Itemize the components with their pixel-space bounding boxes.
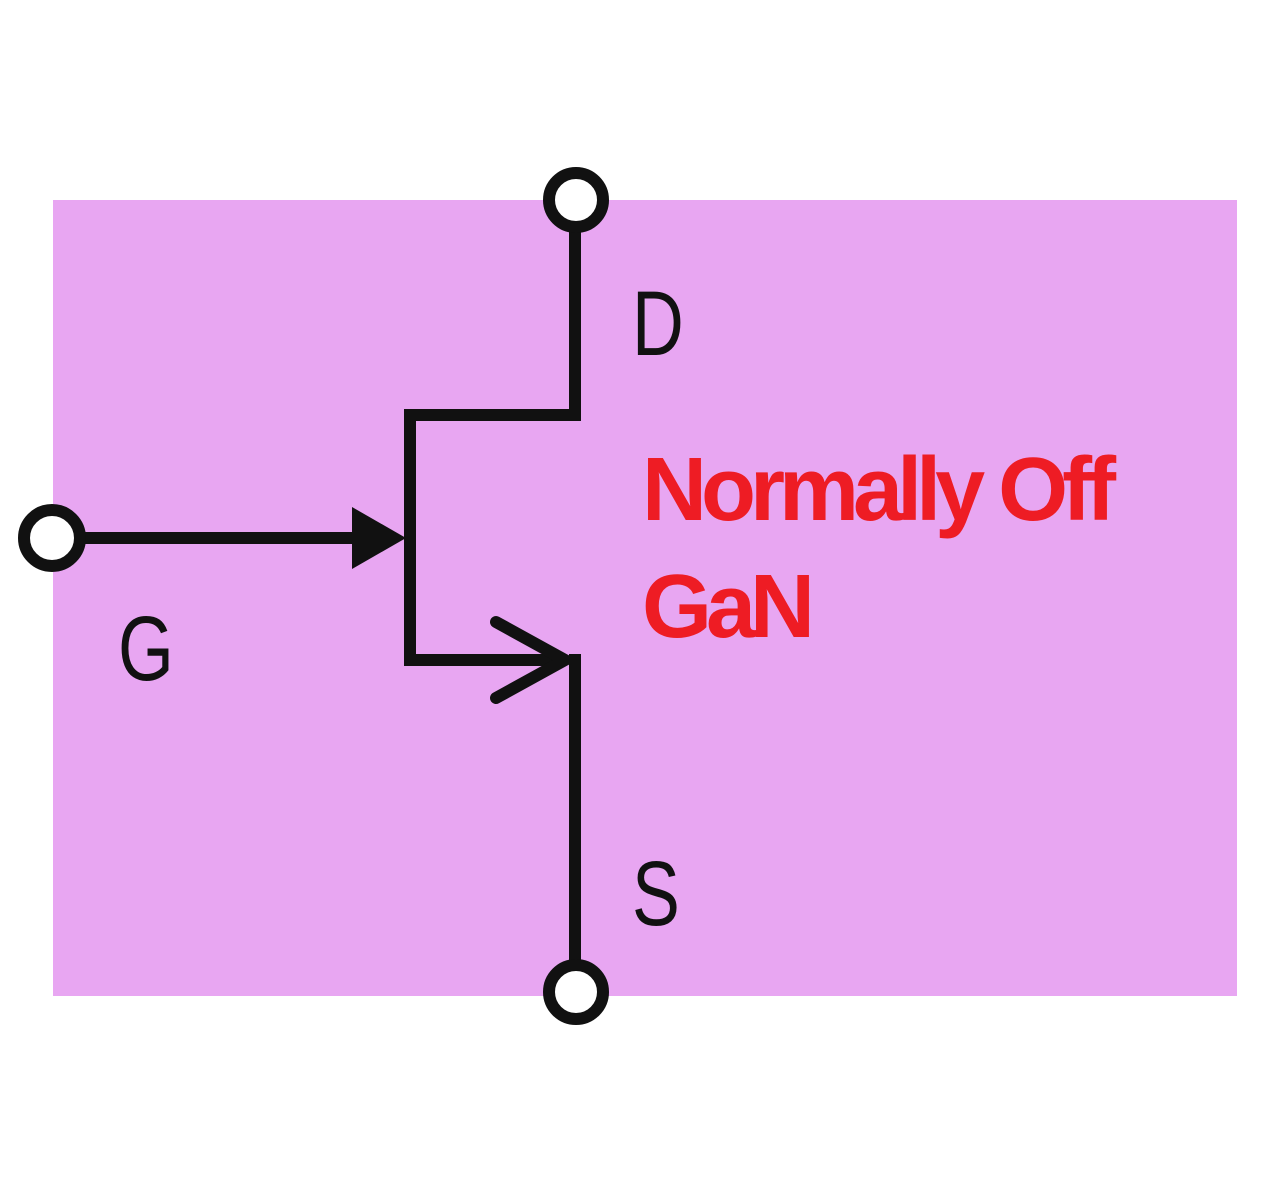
drain-terminal-icon: [543, 167, 609, 233]
source-terminal-icon: [543, 959, 609, 1025]
drain-label: D: [632, 272, 684, 375]
device-type-label-line2: GaN: [642, 557, 809, 657]
background-panel: [53, 200, 1237, 996]
gate-terminal-icon: [18, 504, 86, 572]
source-arrow-icon: [490, 616, 578, 704]
gate-arrow-icon: [352, 507, 406, 569]
gate-label: G: [118, 597, 174, 700]
device-type-label-line1: Normally Off: [642, 440, 1117, 540]
source-label: S: [632, 842, 680, 945]
